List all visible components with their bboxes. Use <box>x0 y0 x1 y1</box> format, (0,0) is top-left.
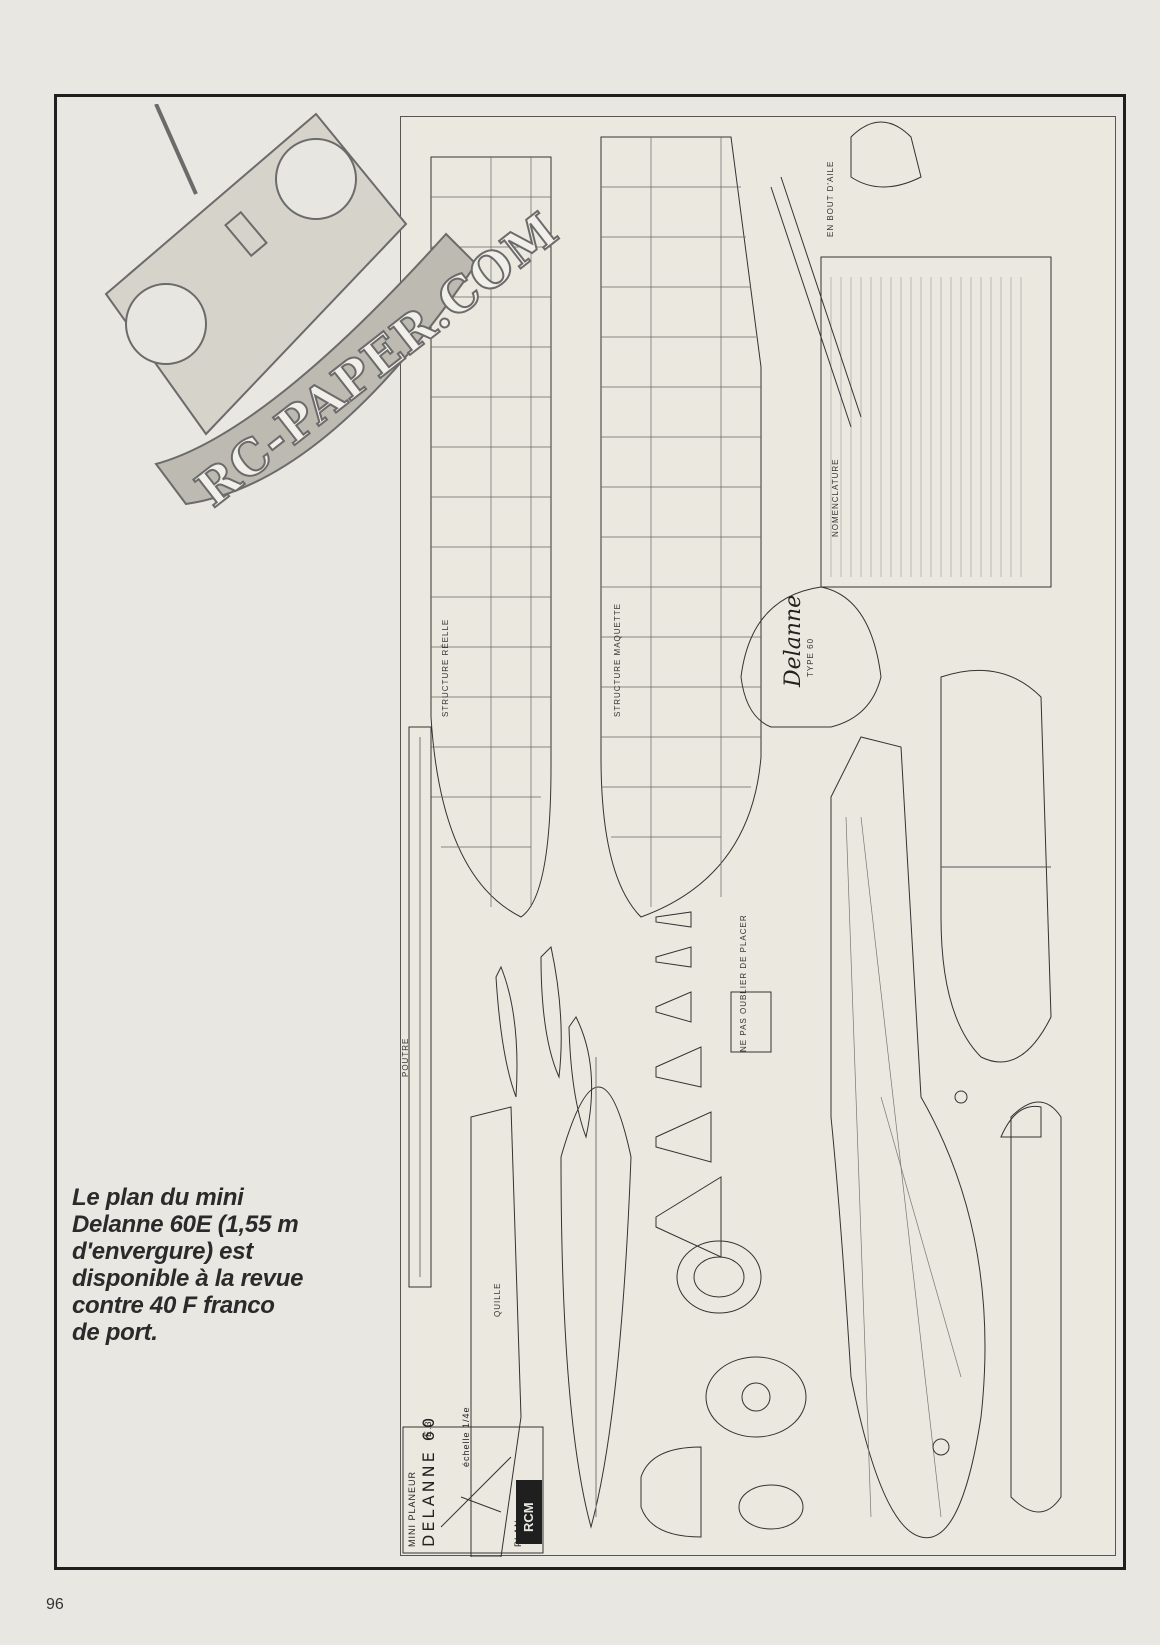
former <box>738 1484 804 1530</box>
label-bout-aile: EN BOUT D'AILE <box>826 160 835 237</box>
title-glider-sketch <box>440 1456 512 1528</box>
caption-line: Le plan du mini <box>72 1184 244 1211</box>
page-frame <box>54 94 1126 1570</box>
nomenclature-block <box>820 256 1052 588</box>
wedge <box>655 1046 702 1088</box>
plan-caption: Le plan du mini Delanne 60E (1,55 m d'en… <box>72 1184 392 1346</box>
label-nomenclature: NOMENCLATURE <box>831 458 840 537</box>
part-circle <box>954 1090 968 1104</box>
remote-control-graphic <box>104 103 478 506</box>
glider-plan: STRUCTURE RÉELLE STRUCTURE MAQUETTE POUT… <box>400 116 1116 1557</box>
rib-profile <box>568 1016 593 1139</box>
wedge <box>655 1176 722 1258</box>
poutre-outline <box>408 726 432 1288</box>
quille-outline <box>470 1106 522 1557</box>
watermark: RC-PAPER.COM <box>86 103 570 534</box>
plan-title-suffix: E.3 <box>423 1420 433 1437</box>
former <box>741 1382 771 1412</box>
plan-kind: MINI PLANEUR <box>407 1470 417 1547</box>
caption-line: Delanne 60E (1,55 m <box>72 1211 299 1238</box>
note-box <box>730 991 772 1053</box>
delanne-fin-logo: Delanne <box>781 594 806 687</box>
delanne-fin-type: TYPE 60 <box>806 637 815 677</box>
plan-drawing <box>402 121 1062 1557</box>
former <box>705 1356 807 1438</box>
page-number: 96 <box>46 1596 64 1613</box>
former <box>676 1240 762 1314</box>
wedge <box>655 911 692 928</box>
part-circle <box>932 1438 950 1456</box>
caption-line: contre 40 F franco <box>72 1292 275 1319</box>
fuselage-outline <box>830 736 986 1539</box>
rib-profile <box>540 945 562 1079</box>
label-note-placer: NE PAS OUBLIER DE PLACER <box>739 914 748 1052</box>
caption-line: de port. <box>72 1319 158 1346</box>
rib-profile <box>495 965 518 1098</box>
caption-line: disponible à la revue <box>72 1265 304 1292</box>
label-structure-maquette: STRUCTURE MAQUETTE <box>613 603 622 717</box>
wing-maquette-outline <box>600 136 762 918</box>
former <box>693 1256 745 1298</box>
wedge <box>655 1111 712 1163</box>
stabilizer-outline <box>940 669 1052 1063</box>
plan-scale: échelle 1/4e <box>461 1406 471 1467</box>
canopy-top <box>1010 1101 1062 1513</box>
fin-outline <box>740 586 882 728</box>
pilot-head <box>850 121 922 188</box>
wedge <box>655 946 692 968</box>
label-structure-reelle: STRUCTURE RÉELLE <box>441 618 450 717</box>
label-quille: QUILLE <box>493 1282 502 1317</box>
rcm-logo: RCM <box>516 1480 542 1544</box>
wing-reelle-outline <box>430 156 552 918</box>
canopy-outline <box>560 1086 632 1529</box>
label-poutre: POUTRE <box>401 1037 410 1077</box>
caption-line: d'envergure) est <box>72 1238 253 1265</box>
title-block <box>402 1426 544 1554</box>
canopy-half <box>1000 1105 1042 1138</box>
wedge <box>655 991 692 1023</box>
former <box>640 1446 702 1538</box>
